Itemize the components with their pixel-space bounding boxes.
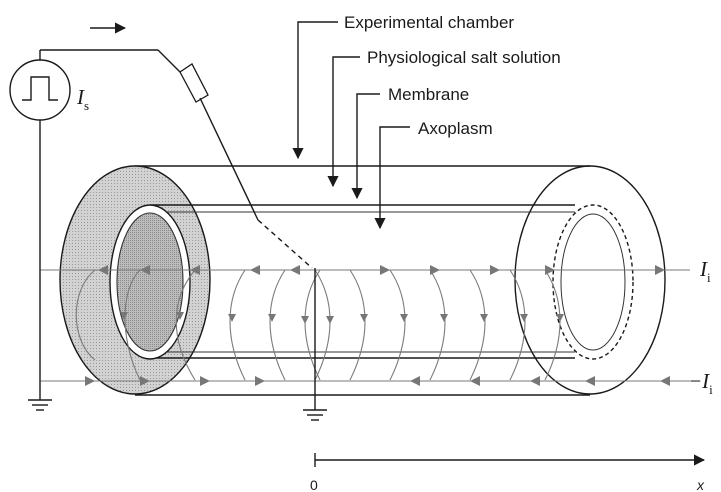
axis-variable-label: x (696, 477, 705, 492)
outer-current-line (40, 376, 690, 386)
pulse-generator-icon (9, 59, 71, 121)
label-membrane: Membrane (388, 85, 469, 104)
membrane-tube (109, 204, 634, 360)
callout-lines (292, 21, 410, 230)
label-axoplasm: Axoplasm (418, 119, 493, 138)
ground-left-icon (28, 399, 52, 411)
electrode (179, 63, 313, 269)
x-axis: 0 x (310, 453, 706, 492)
inner-current-line (40, 265, 690, 275)
axis-origin-label: 0 (310, 477, 318, 492)
symbol-inner-current: Ii (699, 257, 711, 285)
symbol-outer-current: −Ii (688, 369, 713, 397)
symbol-stimulus-current: Is (76, 85, 89, 113)
label-physiological-salt-solution: Physiological salt solution (367, 48, 561, 67)
ground-center-icon (303, 409, 327, 421)
label-experimental-chamber: Experimental chamber (344, 13, 514, 32)
stimulus-circuit (9, 22, 327, 421)
